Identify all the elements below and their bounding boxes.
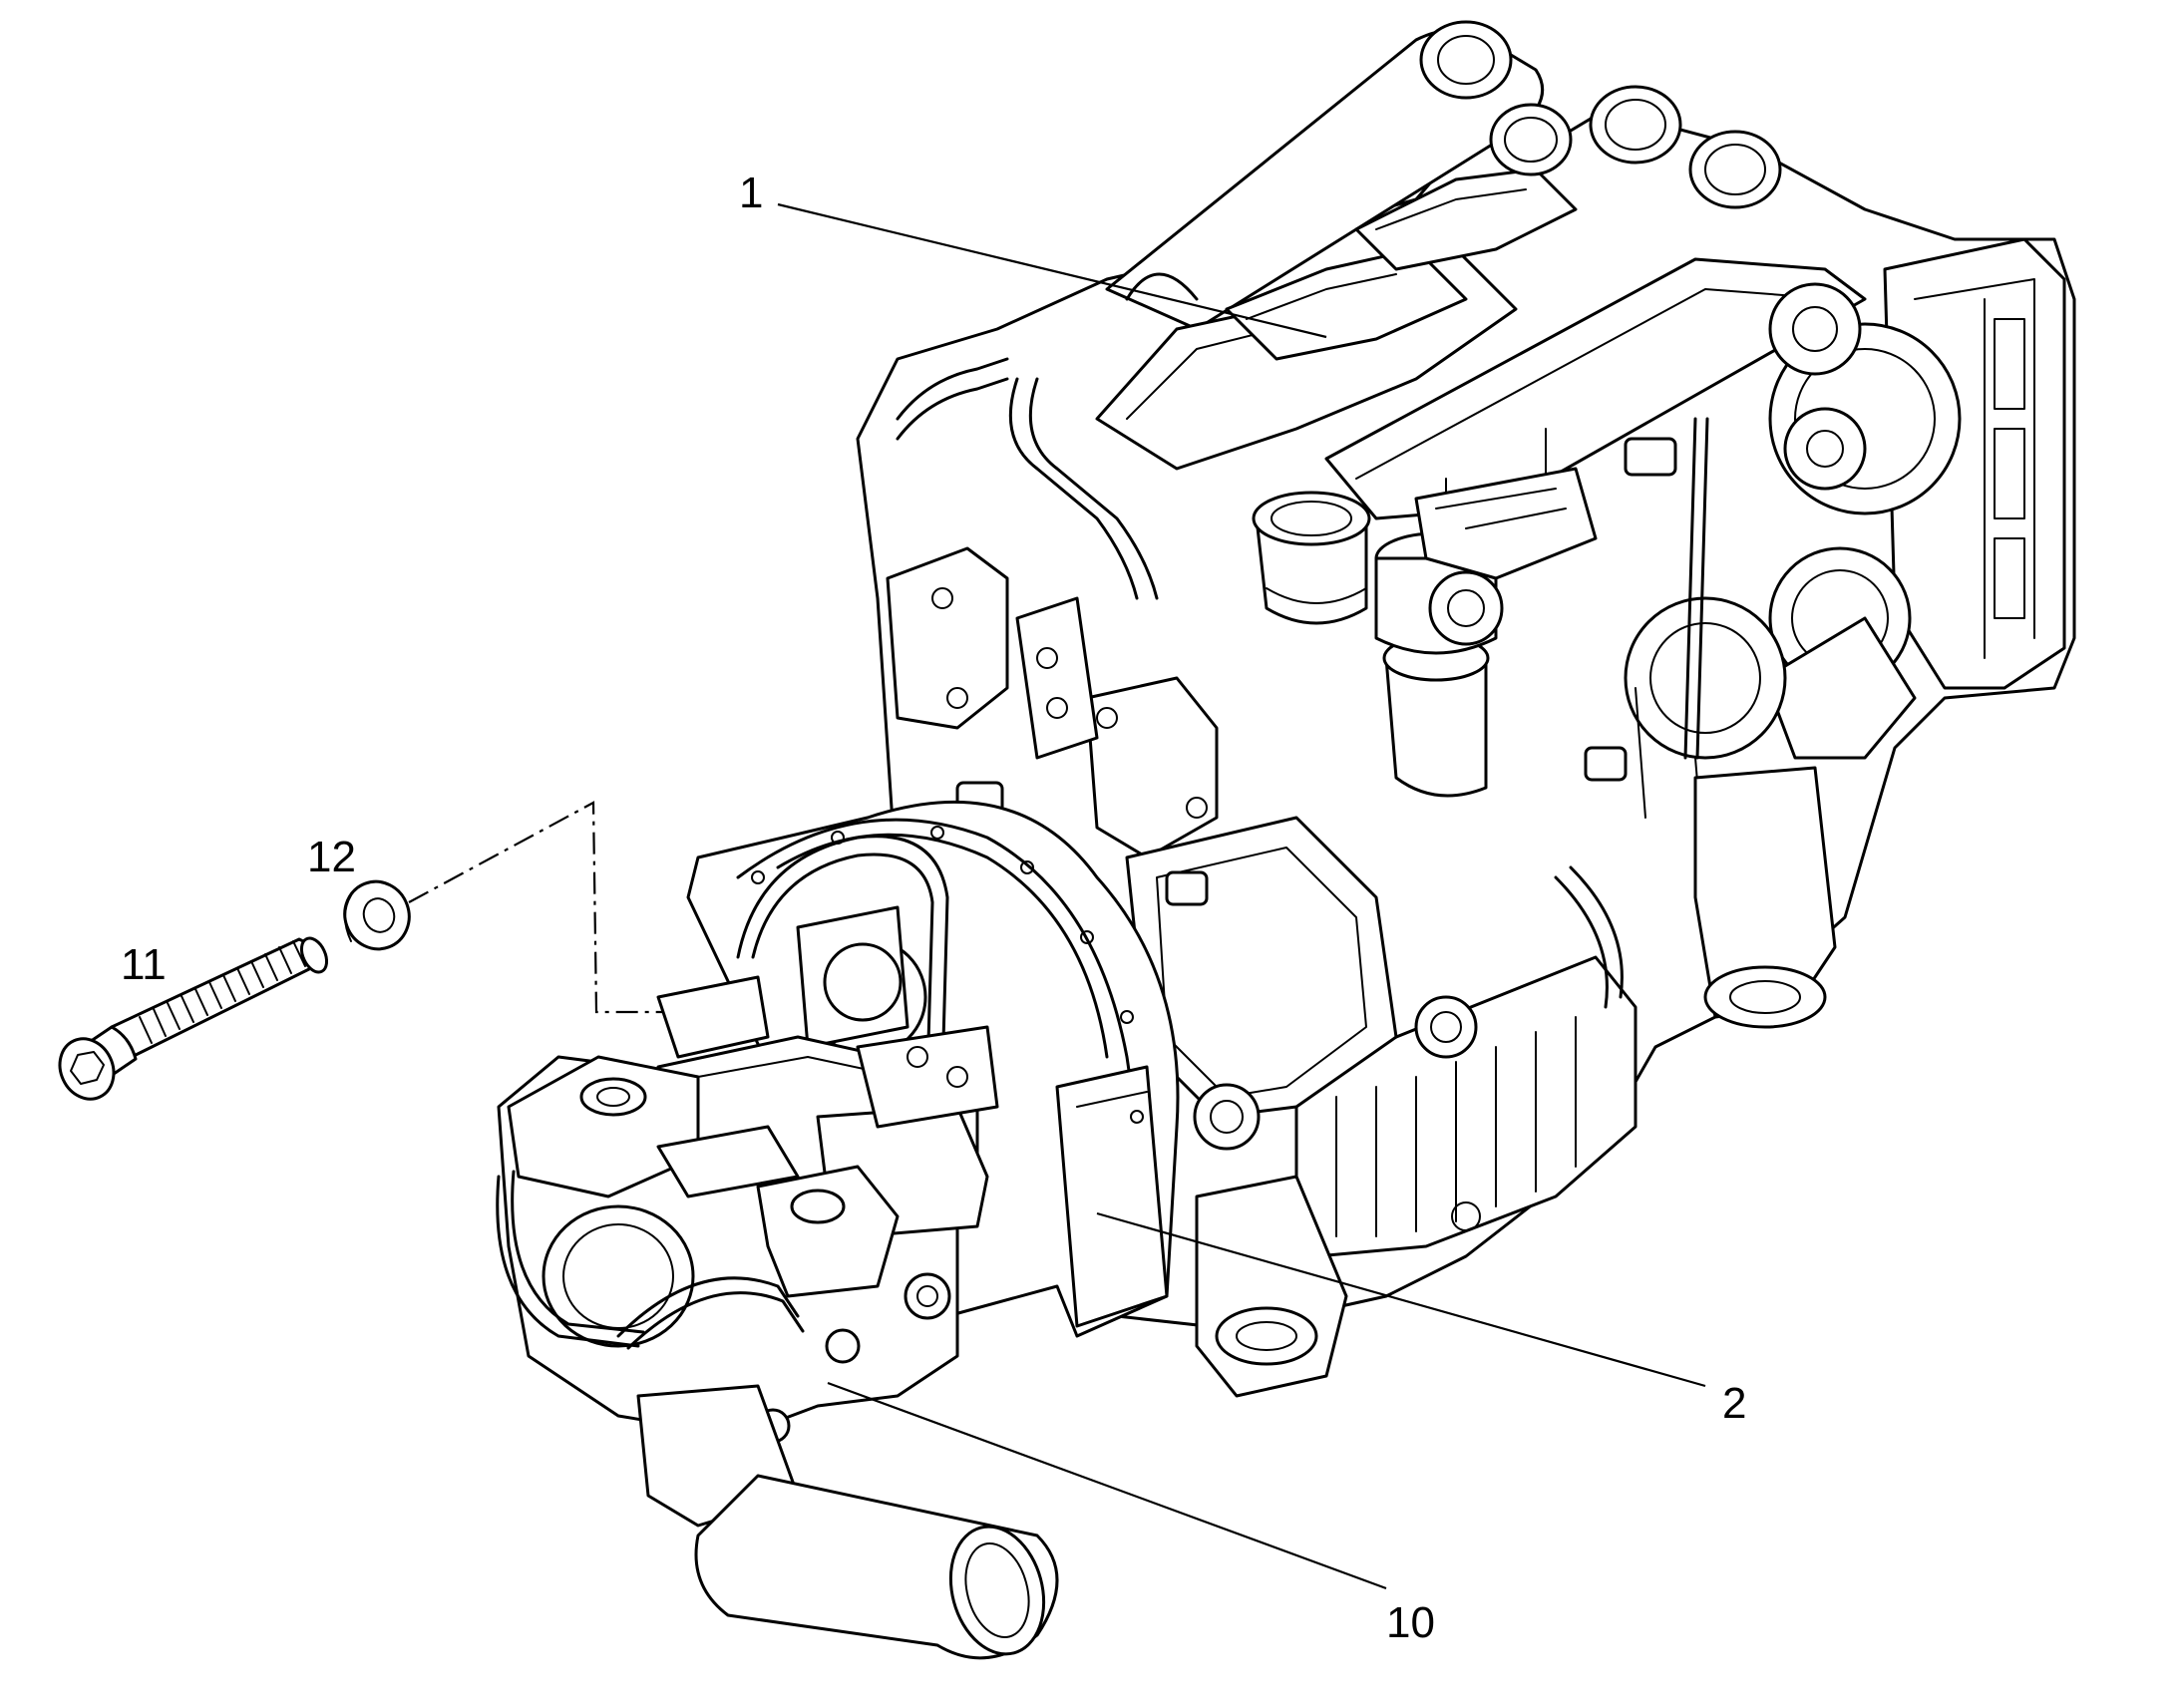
leader-10 — [827, 1381, 1387, 1590]
callout-1: 1 — [739, 169, 764, 217]
callout-11: 11 — [121, 940, 167, 989]
callout-2: 2 — [1722, 1379, 1747, 1428]
callout-12: 12 — [307, 833, 356, 881]
leader-2 — [1096, 1211, 1706, 1388]
alignment-line — [408, 801, 663, 1014]
washer — [343, 879, 411, 951]
leader-1 — [777, 202, 1327, 339]
leader-lines — [408, 202, 1706, 1590]
hydraulic-pump — [496, 975, 1059, 1660]
cap-screw — [58, 936, 329, 1101]
callout-10: 10 — [1386, 1598, 1435, 1647]
